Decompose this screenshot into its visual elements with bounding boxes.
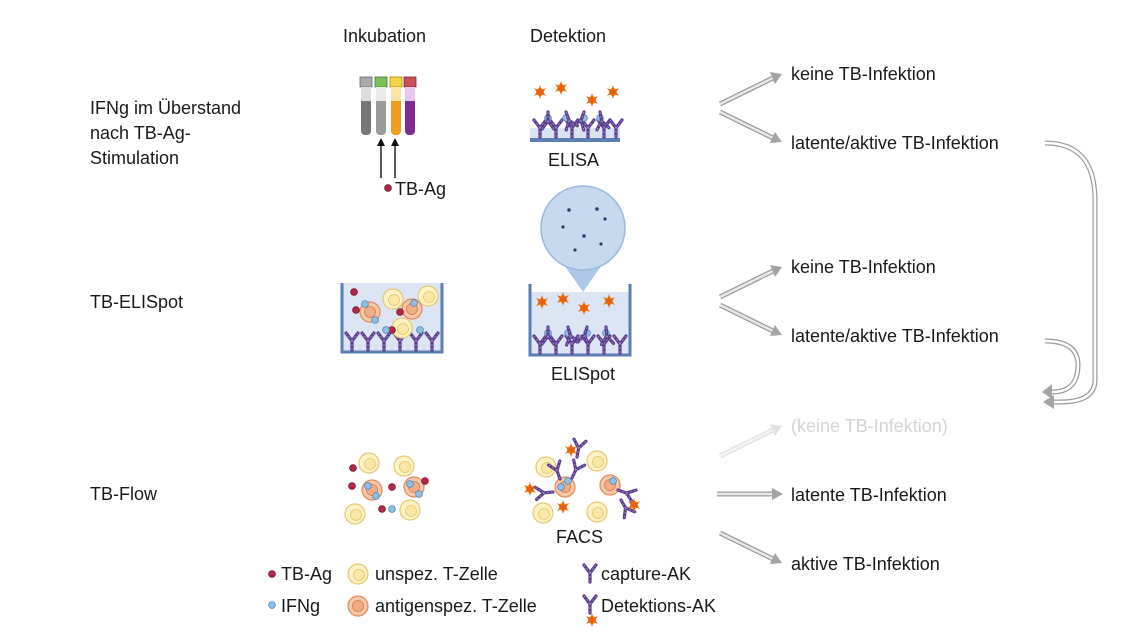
outcome-arrows [717,75,775,562]
tube-purple [403,76,417,135]
legend-symbols [268,563,598,627]
row-label-tb-elispot: TB-ELISpot [90,292,184,312]
header-incubation: Inkubation [343,26,427,46]
row-label-ifng-supernatant: IFNg im Überstand nach TB-Ag- Stimulatio… [90,98,242,168]
method-facs: FACS [556,527,604,547]
legend-ifng-icon [268,601,276,609]
outcome-flow-latent: latente TB-Infektion [791,485,947,505]
arrow-heads [770,72,783,564]
outcome-flow-active: aktive TB-Infektion [791,554,940,574]
test-tubes [359,76,417,192]
outcome-elispot-positive: latente/aktive TB-Infektion [791,326,999,346]
outcome-elispot-negative: keine TB-Infektion [791,257,936,277]
tube-gray [359,76,373,135]
legend-ifng-label: IFNg [281,596,321,616]
facs-cells [524,437,640,524]
legend-tb-ag-icon [268,570,276,578]
tb-ag-dot [384,184,392,192]
legend-antigenspez-label: antigenspez. T-Zelle [375,596,537,616]
elisa-plate [530,81,624,142]
legend-detektion-label: Detektions-AK [601,596,717,616]
tb-ag-label: TB-Ag [395,179,447,199]
legend-capture-icon [582,563,598,584]
outcome-elisa-negative: keine TB-Infektion [791,64,936,84]
elispot-detection-well [528,284,632,357]
legend-tb-ag-label: TB-Ag [281,564,333,584]
outcome-elisa-positive: latente/aktive TB-Infektion [791,133,999,153]
magnified-spot-bubble [540,185,626,292]
legend-detektion-icon [582,594,598,615]
header-detection: Detektion [530,26,607,46]
legend-capture-label: capture-AK [601,564,692,584]
method-elisa: ELISA [548,150,600,170]
legend-unspez-label: unspez. T-Zelle [375,564,498,584]
legend-unspez-icon [347,563,369,585]
flow-incubation-cells [344,452,429,525]
tube-green [374,76,388,135]
tube-yellow [389,76,403,135]
elispot-incubation-well [340,283,444,354]
row-label-tb-flow: TB-Flow [90,484,157,504]
legend-antigenspez-icon [347,595,369,617]
outcome-flow-negative: (keine TB-Infektion) [791,416,948,436]
followup-arrows [1042,140,1098,409]
method-elispot: ELISpot [551,364,616,384]
